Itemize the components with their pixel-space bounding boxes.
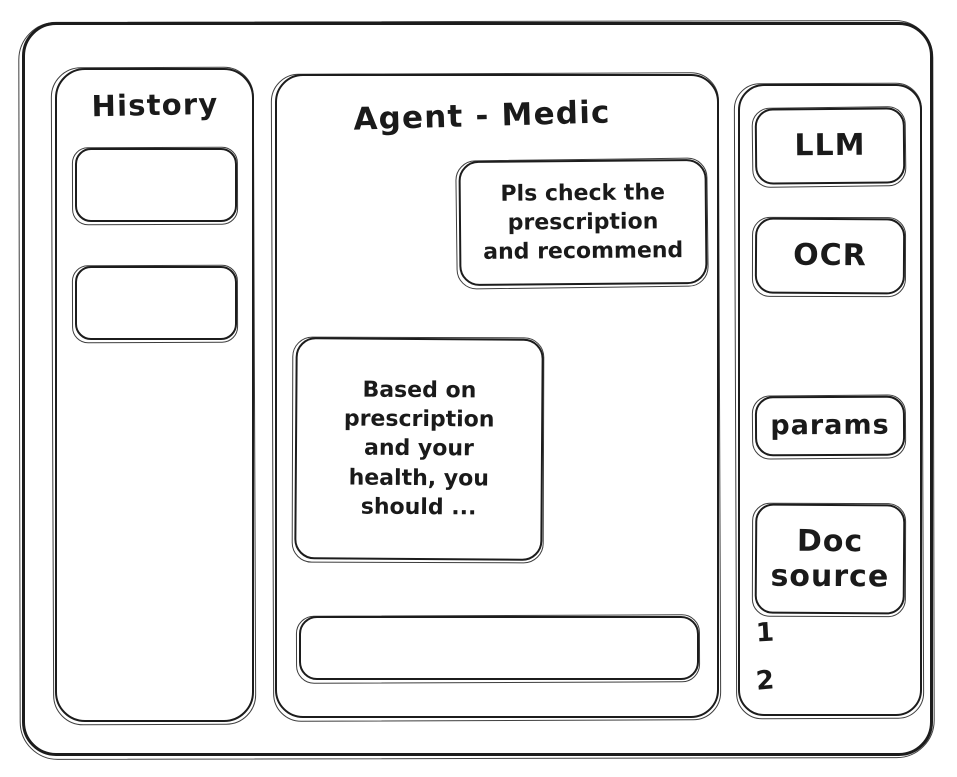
tool-button-doc-source[interactable]: Doc source (754, 503, 906, 615)
history-list-item[interactable] (75, 148, 237, 222)
history-panel: History (55, 68, 254, 722)
doc-source-list-item[interactable]: 2 (754, 665, 776, 697)
chat-bubble-user: Pls check the prescription and recommend (458, 158, 708, 287)
history-list-item[interactable] (75, 266, 237, 340)
chat-bubble-assistant: Based on prescription and your health, y… (294, 337, 544, 561)
tools-panel: LLM OCR params Doc source 1 2 (738, 84, 922, 716)
agent-panel-title: Agent - Medic (352, 94, 612, 138)
doc-source-list-item[interactable]: 1 (755, 617, 775, 649)
history-panel-title: History (91, 86, 219, 124)
agent-panel: Agent - Medic Pls check the prescription… (275, 74, 719, 718)
tool-button-params[interactable]: params (754, 395, 906, 457)
tool-button-ocr[interactable]: OCR (754, 217, 906, 295)
tool-button-llm[interactable]: LLM (754, 107, 906, 185)
message-input[interactable] (299, 616, 699, 680)
